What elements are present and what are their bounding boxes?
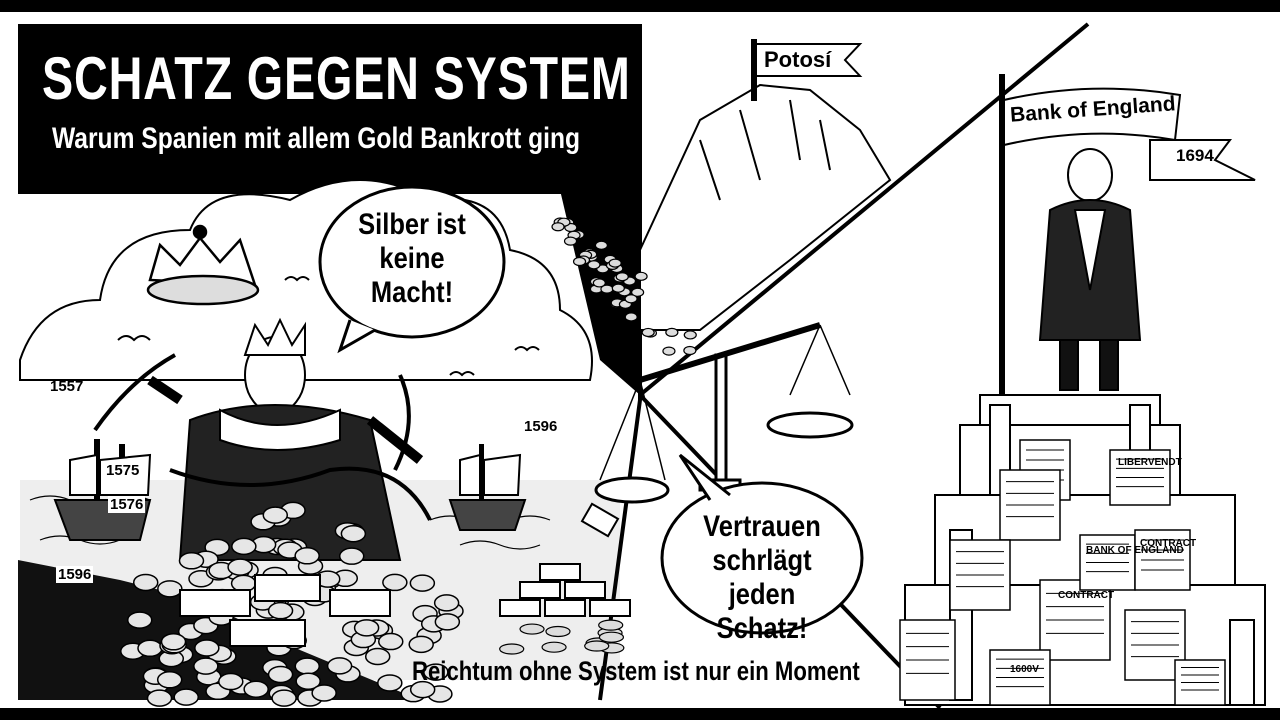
coin <box>194 639 220 657</box>
balance-scale <box>594 322 854 504</box>
poster-subtitle: Warum Spanien mit allem Gold Bankrott gi… <box>52 122 581 155</box>
coin <box>572 256 587 267</box>
document-label: 1600V <box>1010 664 1039 675</box>
coin <box>326 657 353 675</box>
coin <box>267 665 294 684</box>
coin <box>563 236 578 246</box>
coin <box>598 631 625 643</box>
coin <box>146 689 173 707</box>
coin <box>545 625 571 638</box>
coin <box>178 552 205 570</box>
coin <box>353 619 380 637</box>
coin <box>423 663 449 681</box>
coin <box>434 613 461 631</box>
coin <box>608 258 622 268</box>
coin <box>126 611 153 629</box>
coin <box>267 601 294 620</box>
document-label: CONTRACT <box>1058 590 1115 601</box>
coin <box>519 623 545 635</box>
birds <box>117 276 540 377</box>
coin <box>382 573 408 592</box>
coin <box>409 680 436 699</box>
coin <box>377 674 403 692</box>
coin <box>499 643 525 655</box>
year-label: 1596 <box>56 566 94 583</box>
speech-bubble-left <box>318 185 506 354</box>
speech-bubble-left-text: Silber ist keine Macht! <box>358 208 466 309</box>
coin <box>157 580 183 598</box>
gold-bars-left <box>179 574 391 647</box>
speech-bubble-middle <box>660 453 864 635</box>
coin <box>271 689 297 707</box>
coin <box>137 639 163 658</box>
coin <box>433 594 460 612</box>
coin <box>340 524 367 543</box>
document-stack <box>899 439 1226 706</box>
document-label: LIBERVENDT <box>1118 457 1182 468</box>
coin <box>587 260 601 270</box>
coin <box>311 684 337 702</box>
document-label: BANK OF ENGLAND <box>1086 545 1184 556</box>
speech-bubble-middle-text: Vertrauen schrlägt jeden Schatz! <box>703 510 821 645</box>
coin <box>338 547 365 565</box>
floating-crown <box>146 224 260 306</box>
coin <box>160 633 187 651</box>
coin <box>683 345 697 356</box>
coin <box>132 573 159 592</box>
coin <box>624 312 638 322</box>
coin <box>364 647 391 666</box>
coin <box>683 330 697 340</box>
coin <box>218 672 244 691</box>
coin <box>193 657 219 675</box>
bank-banner-year: 1694 <box>1176 146 1214 165</box>
bank-banner <box>1003 87 1256 181</box>
coin <box>662 346 676 356</box>
ship-right <box>448 444 527 531</box>
coin <box>641 327 655 338</box>
coin <box>408 635 434 654</box>
year-label: 1596 <box>524 418 558 435</box>
top-border <box>0 0 1280 12</box>
coin <box>294 547 320 565</box>
coin <box>624 294 638 304</box>
bottom-border <box>0 708 1280 720</box>
coin <box>409 574 436 592</box>
upper-divider <box>638 22 1090 397</box>
year-label: 1575 <box>104 462 142 479</box>
potosi-flag-label: Potosí <box>764 47 832 72</box>
coin-stream <box>499 217 697 655</box>
coin <box>594 240 609 250</box>
gold-bars-middle <box>499 502 631 617</box>
coin <box>551 222 565 232</box>
bank-founder-figure <box>999 74 1142 396</box>
coin <box>231 537 257 556</box>
coin <box>541 641 567 653</box>
coin <box>598 619 624 631</box>
coin <box>227 558 253 576</box>
coin <box>262 506 289 524</box>
coin <box>378 632 404 651</box>
year-label: 1557 <box>50 378 84 395</box>
coin <box>243 680 269 698</box>
year-label: 1576 <box>108 496 146 513</box>
coin <box>615 272 629 282</box>
title-panel <box>18 24 640 194</box>
coin <box>584 640 610 652</box>
coin <box>634 271 648 281</box>
coin <box>665 327 679 337</box>
coin <box>294 657 320 675</box>
chains <box>93 353 432 521</box>
coin <box>631 287 645 297</box>
coin <box>611 283 625 293</box>
coin <box>295 672 321 690</box>
coin <box>592 278 606 288</box>
potosi-flag <box>751 39 863 101</box>
bottom-caption: Reichtum ohne System ist nur ein Moment <box>412 656 860 686</box>
coin <box>156 671 183 689</box>
poster-title: SCHATZ GEGEN SYSTEM <box>42 45 631 112</box>
coin <box>173 688 199 706</box>
document-label: CONTRACT <box>1140 538 1197 549</box>
